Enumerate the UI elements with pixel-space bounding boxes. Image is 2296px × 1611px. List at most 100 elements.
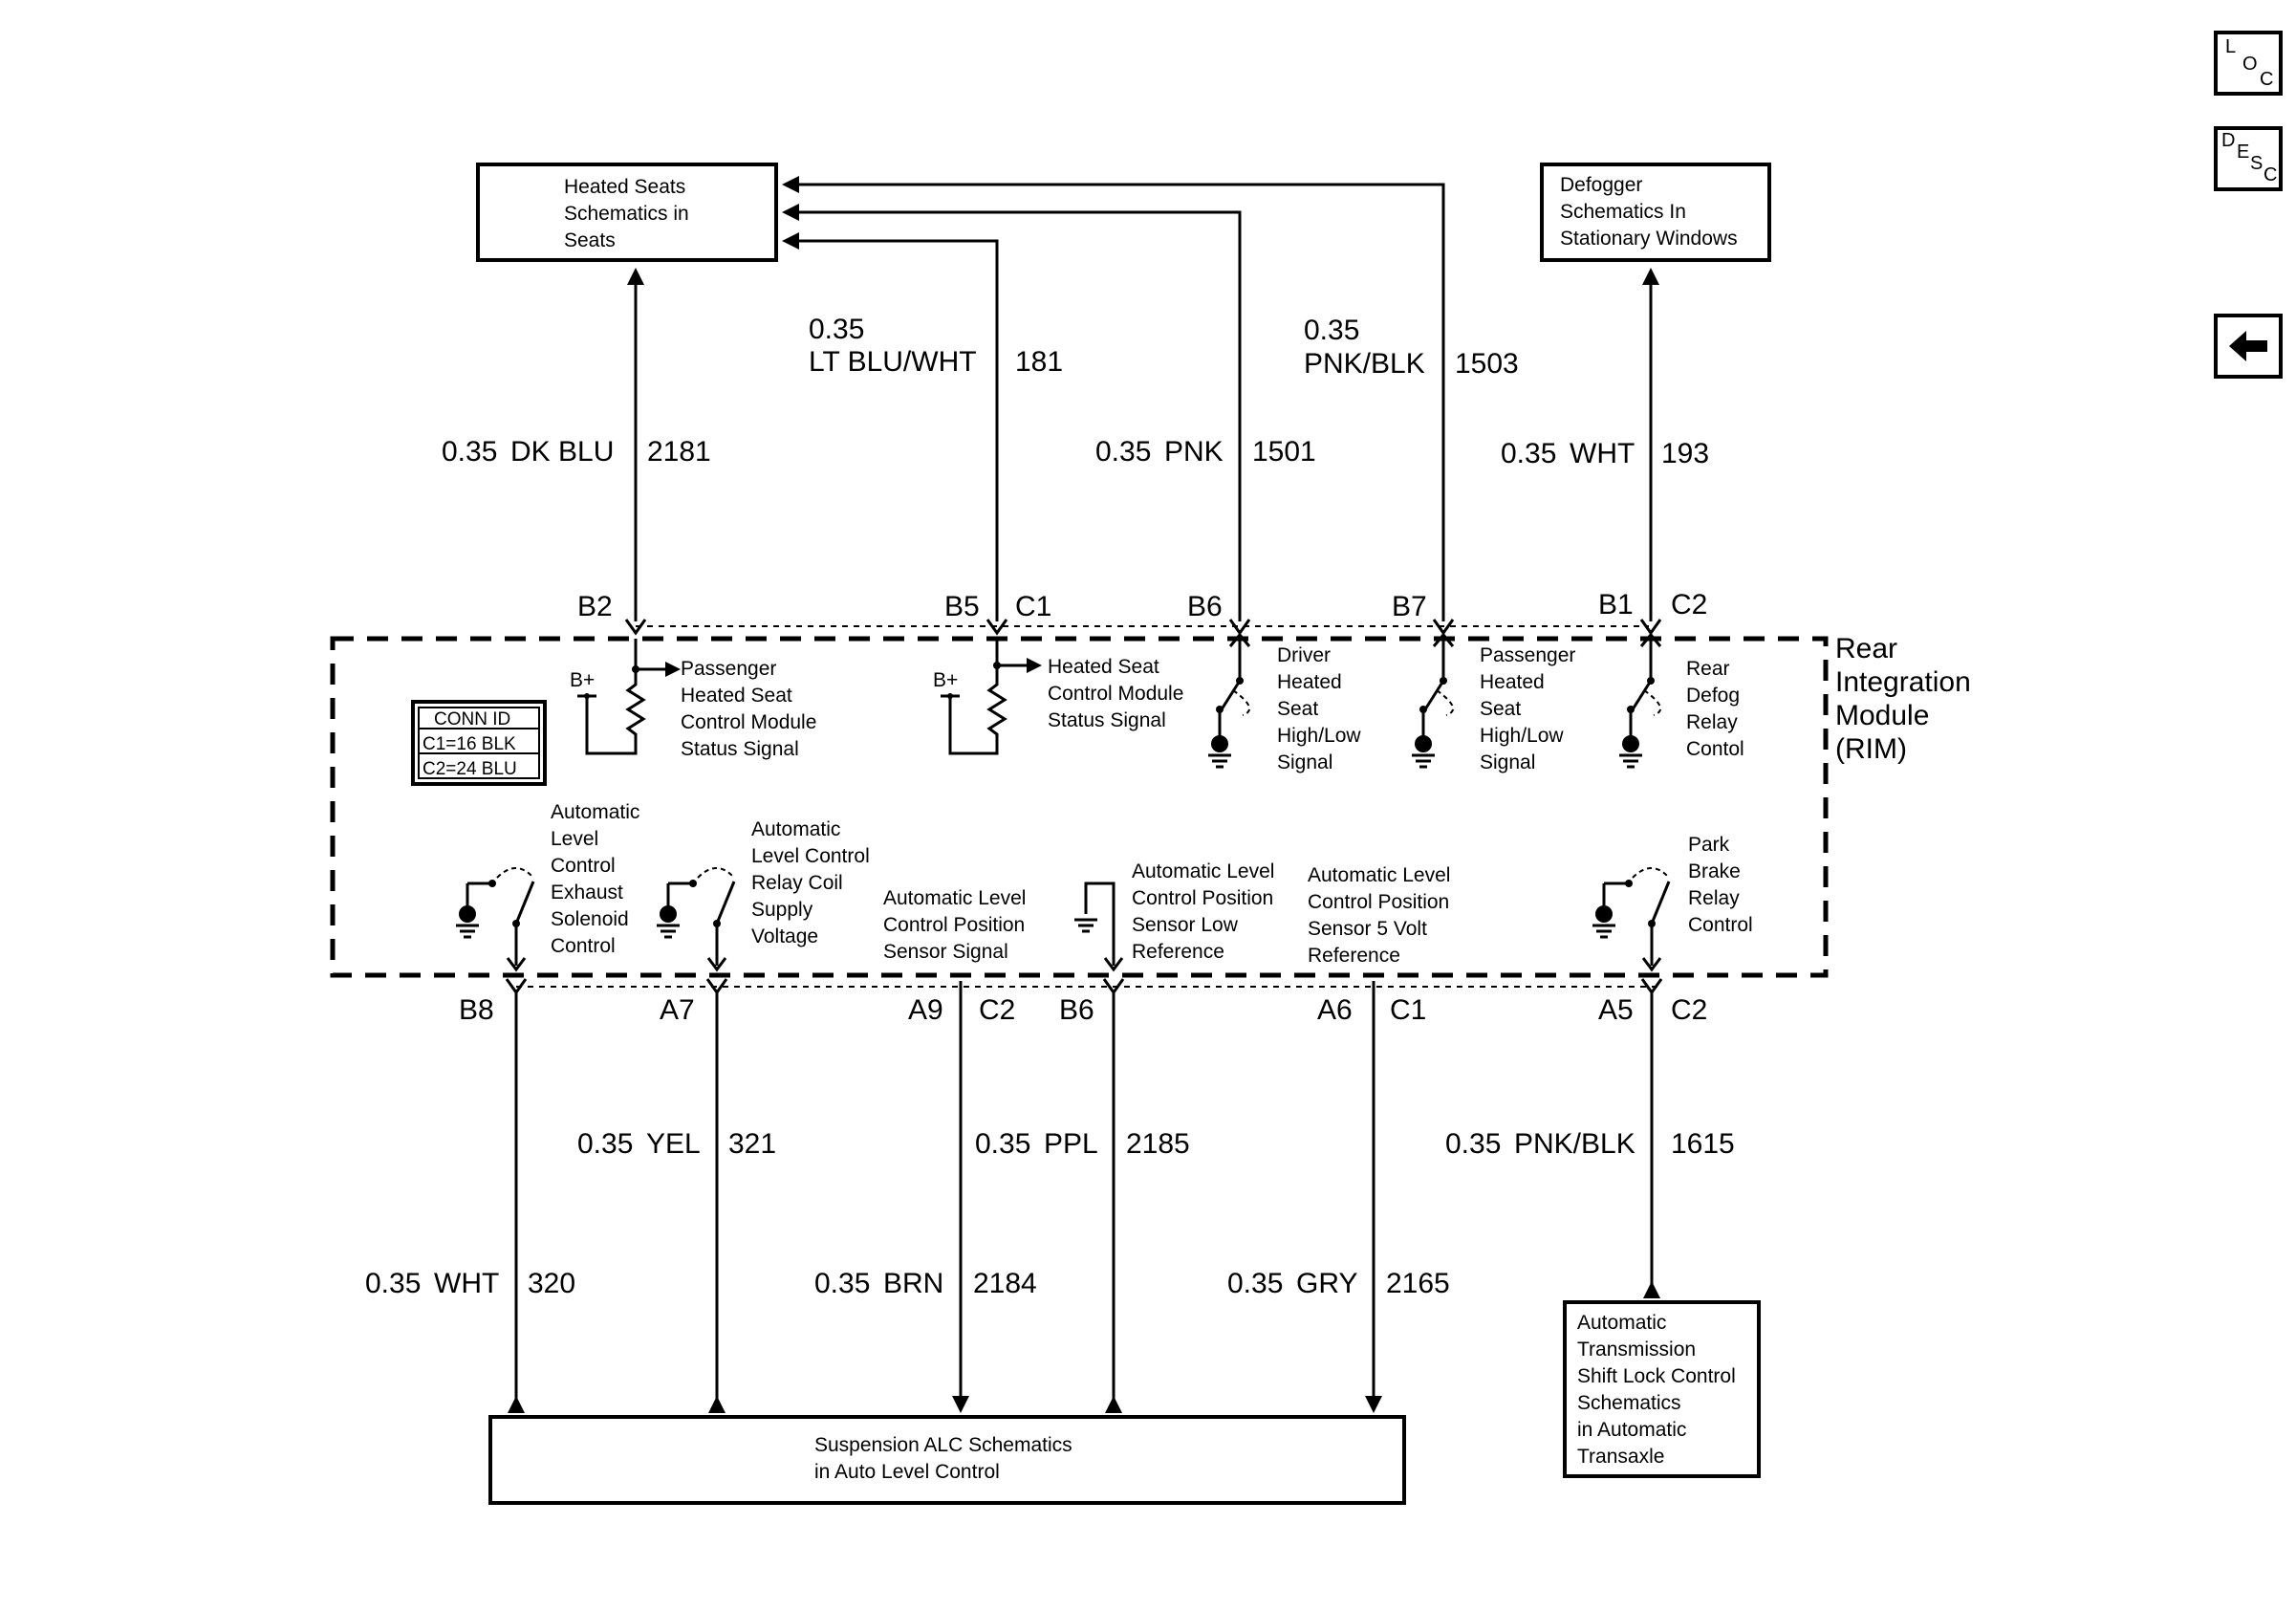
shift-lock-line-1: Automatic bbox=[1577, 1312, 1666, 1334]
conn-c2-bottom-left: C2 bbox=[979, 994, 1015, 1026]
wire-193-label: 0.35 WHT 193 bbox=[1501, 438, 1709, 469]
rear-defog-line-4: Contol bbox=[1686, 738, 1744, 760]
defogger-line-3: Stationary Windows bbox=[1560, 228, 1738, 250]
shift-lock-schematics-box[interactable]: Automatic Transmission Shift Lock Contro… bbox=[1563, 1300, 1761, 1478]
wire-2165-color: GRY bbox=[1296, 1268, 1357, 1299]
wire-2165-label: 0.35 GRY 2165 bbox=[1227, 1268, 1450, 1299]
pin-b6-bottom: B6 bbox=[1059, 994, 1094, 1026]
loc-letter-c: C bbox=[2260, 69, 2274, 90]
wire-1501-circuit: 1501 bbox=[1252, 436, 1316, 468]
wire-1501-label: 0.35 PNK 1501 bbox=[1095, 436, 1316, 468]
rim-module-name: Rear Integration Module (RIM) bbox=[1835, 633, 1971, 765]
defogger-schematics-box[interactable]: Defogger Schematics In Stationary Window… bbox=[1540, 163, 1771, 262]
park-brake-line-2: Brake bbox=[1688, 860, 1741, 882]
desc-letter-s: S bbox=[2250, 153, 2264, 174]
alc-pos-low-line-1: Automatic Level bbox=[1132, 860, 1274, 882]
wire-321[interactable] bbox=[705, 978, 728, 1413]
suspension-alc-schematics-box[interactable]: Suspension ALC Schematics in Auto Level … bbox=[488, 1415, 1406, 1505]
heated-seats-line-1: Heated Seats bbox=[564, 176, 685, 198]
wire-2185-size: 0.35 bbox=[975, 1128, 1030, 1160]
pass-status-line-2: Heated Seat bbox=[681, 685, 792, 707]
wire-181-circuit: 181 bbox=[1015, 346, 1063, 378]
shift-lock-line-5: in Automatic bbox=[1577, 1419, 1686, 1441]
defogger-line-2: Schematics In bbox=[1560, 201, 1686, 223]
switch-pass-hs bbox=[1412, 632, 1455, 769]
alc-pos-signal-label: Automatic Level Control Position Sensor … bbox=[883, 887, 1026, 963]
conn-c2-top: C2 bbox=[1671, 589, 1707, 620]
pass-hs-line-5: Signal bbox=[1480, 751, 1535, 773]
wire-181[interactable] bbox=[782, 232, 1008, 636]
alc-exhaust-line-1: Automatic bbox=[551, 801, 639, 823]
hs-status-line-1: Heated Seat bbox=[1048, 656, 1159, 678]
wire-2184[interactable] bbox=[952, 981, 969, 1413]
pass-status-line-1: Passenger bbox=[681, 658, 776, 680]
pin-b6-top: B6 bbox=[1187, 591, 1223, 622]
wire-193-circuit: 193 bbox=[1661, 438, 1709, 469]
rear-defog-line-3: Relay bbox=[1686, 711, 1738, 733]
alc-relay-line-5: Voltage bbox=[751, 925, 818, 947]
pass-hs-line-3: Seat bbox=[1480, 698, 1521, 720]
wire-1503-color: PNK/BLK bbox=[1304, 348, 1425, 380]
driver-hs-line-4: High/Low bbox=[1277, 725, 1361, 747]
conn-c2-bottom-right: C2 bbox=[1671, 994, 1707, 1026]
park-brake-line-4: Control bbox=[1688, 914, 1753, 936]
rear-defog-line-1: Rear bbox=[1686, 658, 1730, 680]
wire-2185[interactable] bbox=[1102, 978, 1125, 1413]
desc-letter-d: D bbox=[2221, 130, 2236, 151]
wire-321-size: 0.35 bbox=[577, 1128, 633, 1160]
wire-2181[interactable] bbox=[624, 268, 647, 636]
shift-lock-line-2: Transmission bbox=[1577, 1339, 1696, 1361]
alc-pos-low-line-4: Reference bbox=[1132, 941, 1224, 963]
supply-b-plus-2: B+ bbox=[933, 669, 958, 691]
wire-2181-label: 0.35 DK BLU 2181 bbox=[442, 436, 711, 468]
alc-pos-5v-line-4: Reference bbox=[1308, 945, 1400, 967]
driver-hs-line-1: Driver bbox=[1277, 644, 1331, 666]
pass-status-line-4: Status Signal bbox=[681, 738, 799, 760]
supply-b-plus-1: B+ bbox=[570, 669, 595, 691]
alc-pos-low-line-3: Sensor Low bbox=[1132, 914, 1239, 936]
loc-button[interactable]: L O C bbox=[2214, 31, 2283, 96]
wire-2165[interactable] bbox=[1365, 981, 1382, 1413]
conn-c1-top: C1 bbox=[1015, 591, 1051, 622]
alc-relay-line-4: Supply bbox=[751, 899, 813, 921]
suspension-line-2: in Auto Level Control bbox=[814, 1461, 1000, 1483]
desc-letter-e: E bbox=[2237, 142, 2250, 163]
wire-1615[interactable] bbox=[1640, 978, 1663, 1298]
wire-321-color: YEL bbox=[646, 1128, 701, 1160]
wire-1501[interactable] bbox=[782, 204, 1251, 636]
driver-hs-line-2: Heated bbox=[1277, 671, 1342, 693]
rim-module-outline bbox=[330, 625, 1829, 988]
heated-seats-schematics-box[interactable]: Heated Seats Schematics in Seats bbox=[476, 163, 778, 262]
wire-193-color: WHT bbox=[1570, 438, 1635, 469]
wire-193[interactable] bbox=[1639, 268, 1662, 636]
back-button[interactable] bbox=[2214, 314, 2283, 379]
driver-hs-line-5: Signal bbox=[1277, 751, 1332, 773]
alc-exhaust-line-3: Control bbox=[551, 855, 616, 877]
conn-id-c1: C1=16 BLK bbox=[422, 734, 516, 754]
rim-name-line-4: (RIM) bbox=[1835, 733, 1907, 765]
alc-pos-signal-line-3: Sensor Signal bbox=[883, 941, 1008, 963]
park-brake-line-1: Park bbox=[1688, 834, 1730, 856]
alc-pos-5v-label: Automatic Level Control Position Sensor … bbox=[1308, 864, 1450, 967]
rim-name-line-3: Module bbox=[1835, 700, 1929, 731]
wire-181-label: 0.35 LT BLU/WHT 181 bbox=[809, 314, 1063, 378]
wire-321-circuit: 321 bbox=[728, 1128, 776, 1160]
back-arrow-icon bbox=[2229, 331, 2267, 361]
shift-lock-line-4: Schematics bbox=[1577, 1392, 1681, 1414]
alc-pos-low-line-2: Control Position bbox=[1132, 887, 1273, 909]
wire-320-color: WHT bbox=[434, 1268, 499, 1299]
wire-2181-size: 0.35 bbox=[442, 436, 497, 468]
alc-exhaust-label: Automatic Level Control Exhaust Solenoid… bbox=[551, 801, 639, 957]
wire-320-label: 0.35 WHT 320 bbox=[365, 1268, 575, 1299]
desc-button[interactable]: D E S C bbox=[2214, 126, 2283, 191]
wire-1503[interactable] bbox=[782, 176, 1455, 636]
wire-320[interactable] bbox=[505, 978, 528, 1413]
hs-status-label: Heated Seat Control Module Status Signal bbox=[1048, 656, 1183, 731]
wire-320-size: 0.35 bbox=[365, 1268, 421, 1299]
wire-181-size: 0.35 bbox=[809, 314, 864, 345]
wire-1615-color: PNK/BLK bbox=[1514, 1128, 1635, 1160]
wire-1615-label: 0.35 PNK/BLK 1615 bbox=[1445, 1128, 1735, 1160]
wire-2165-circuit: 2165 bbox=[1386, 1268, 1450, 1299]
conn-id-c2: C2=24 BLU bbox=[422, 759, 517, 779]
park-brake-line-3: Relay bbox=[1688, 887, 1740, 909]
